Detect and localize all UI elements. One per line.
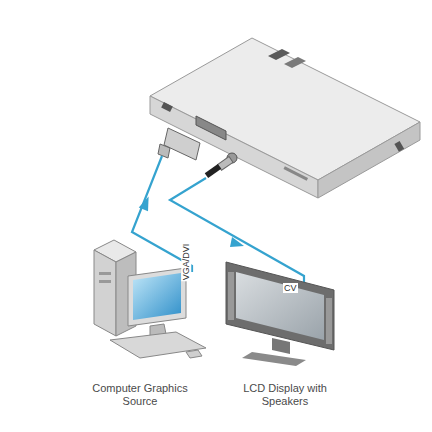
device-caption: Computer Graphics Source xyxy=(84,382,196,408)
computer-illustration xyxy=(94,240,206,358)
signal-label: VGA/DVI xyxy=(181,243,191,282)
caption-text: LCD Display with Speakers xyxy=(243,382,327,408)
converter-device xyxy=(150,38,420,198)
cable-plugs xyxy=(158,128,233,178)
caption-text: Computer Graphics Source xyxy=(84,382,196,408)
signal-arrows xyxy=(139,195,244,247)
signal-label: CV xyxy=(283,283,298,293)
lcd-display-illustration xyxy=(226,262,334,366)
cables xyxy=(132,156,304,290)
device-caption: LCD Display with Speakers xyxy=(243,382,327,408)
